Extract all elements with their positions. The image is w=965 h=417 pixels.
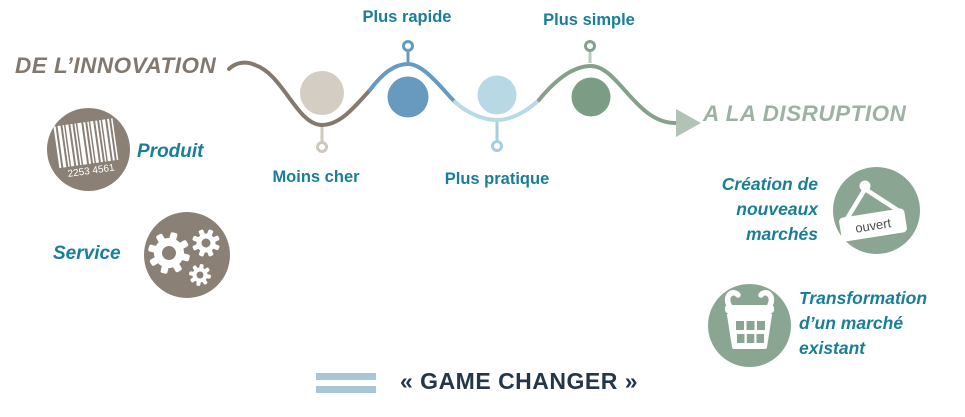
label-service: Service	[53, 243, 121, 264]
open-sign-text: ouvert	[854, 215, 892, 236]
ring-plus-pratique	[491, 140, 503, 152]
arrowhead-icon	[676, 109, 701, 137]
game-changer-label: « GAME CHANGER »	[400, 368, 639, 394]
wave-node-plus-simple	[571, 77, 611, 117]
label-creation-nouveaux-marches: Création de nouveaux marchés	[721, 174, 818, 244]
barcode-number: 2253 4561	[67, 162, 116, 180]
label-transformation-marche: Transformation d’un marché existant	[799, 288, 928, 358]
wave-segment-brown	[227, 60, 372, 128]
title-a-la-disruption: A LA DISRUPTION	[703, 101, 907, 126]
wave-node-plus-rapide	[387, 76, 429, 118]
gears-icon	[144, 212, 230, 298]
barcode-icon: 2253 4561	[47, 108, 130, 191]
basket-icon	[708, 284, 791, 367]
wave-segment-blue	[368, 61, 457, 104]
wave-label-plus-simple: Plus simple	[543, 11, 635, 29]
wave-segment-green	[537, 63, 677, 125]
wave-label-plus-pratique: Plus pratique	[444, 170, 550, 188]
wave-node-moins-cher	[300, 71, 344, 115]
wave-label-plus-rapide: Plus rapide	[362, 8, 452, 26]
ring-plus-simple	[584, 40, 596, 52]
equals-bar-bottom	[316, 386, 376, 393]
open-sign-icon: ouvert	[833, 167, 920, 254]
wave-node-plus-pratique	[477, 75, 517, 115]
wave-label-moins-cher: Moins cher	[272, 168, 360, 186]
wave-segment-lightblue	[453, 98, 541, 123]
label-produit: Produit	[137, 141, 204, 162]
equals-bars-icon	[316, 373, 376, 399]
equals-bar-top	[316, 373, 376, 380]
ring-plus-rapide	[402, 40, 414, 52]
ring-moins-cher	[316, 141, 328, 153]
title-de-linnovation: DE L’INNOVATION	[15, 53, 217, 78]
